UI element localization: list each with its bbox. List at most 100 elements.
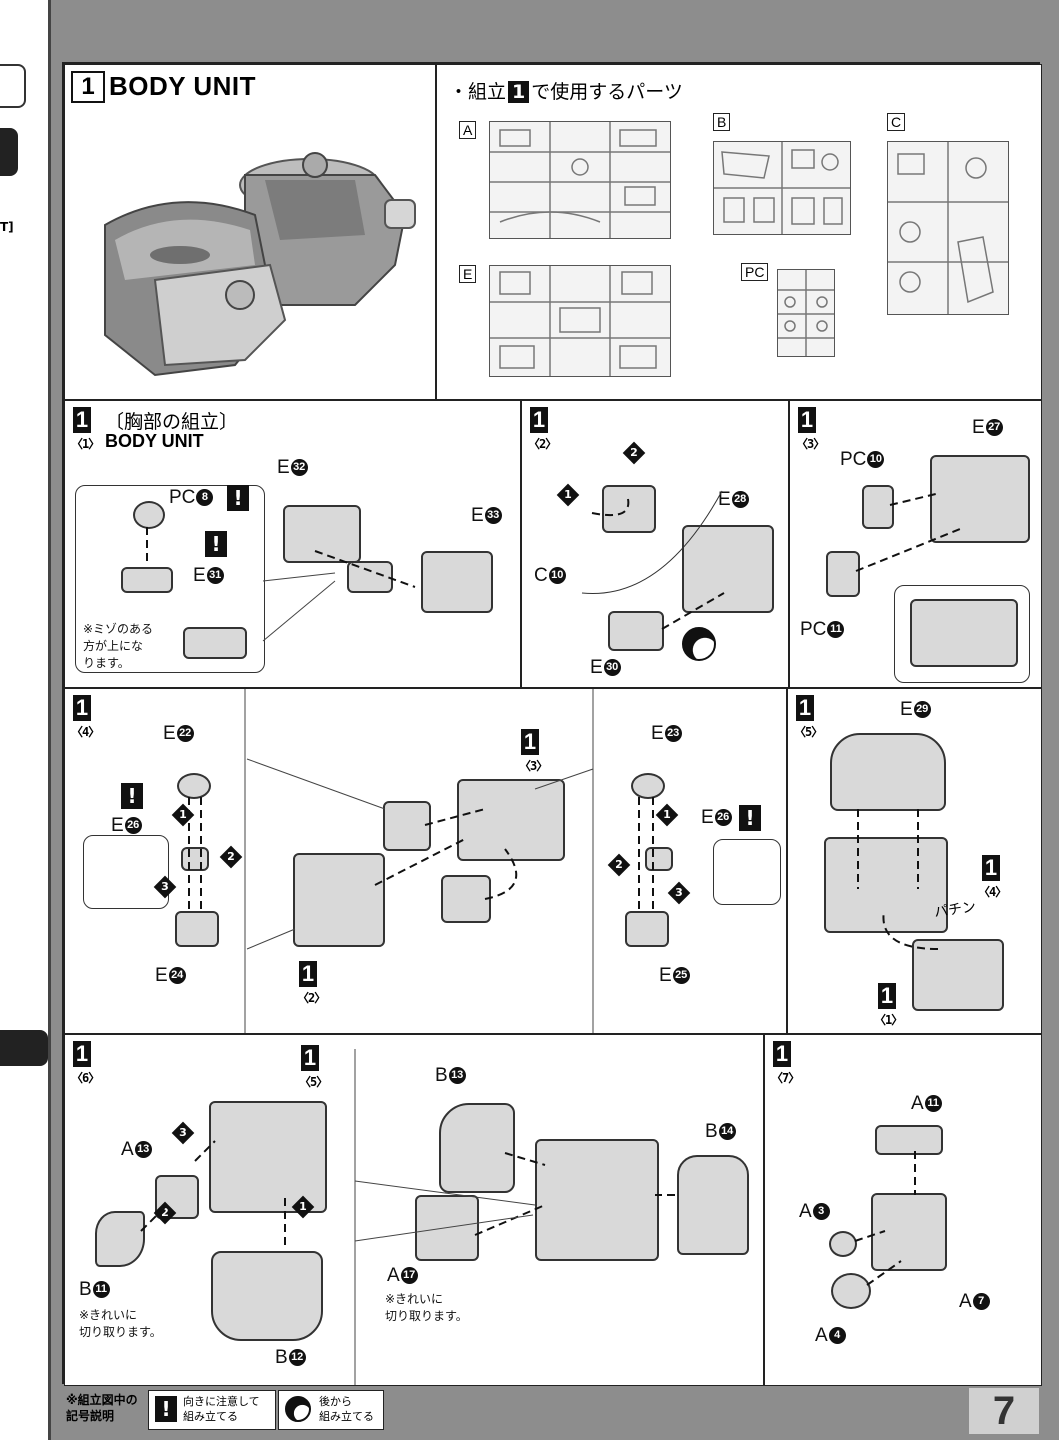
parts-caption-prefix: ・組立 — [449, 81, 507, 103]
caution-icon: ! — [155, 1396, 177, 1422]
part-number: 7 — [972, 1293, 990, 1311]
part-number: 13 — [134, 1141, 152, 1159]
part-number: 27 — [985, 419, 1003, 437]
ref-step-number: 1 — [301, 1045, 319, 1071]
clean-cut-note: ※きれいに 切り取ります。 — [385, 1291, 468, 1325]
ref-substep: 〈5〉 — [299, 1075, 328, 1089]
part-code: E — [659, 965, 672, 986]
assembly-arrows — [146, 527, 416, 642]
chest-frame-assembly — [457, 779, 565, 861]
part-number: 11 — [924, 1095, 942, 1113]
part-code: B — [435, 1065, 448, 1086]
part-code: A — [387, 1265, 400, 1286]
ref-substep: 〈4〉 — [978, 885, 1007, 899]
part-number: 33 — [484, 507, 502, 525]
part-number: 25 — [672, 967, 690, 985]
runner-tag-e: E — [459, 265, 477, 283]
part-code: PC — [800, 619, 827, 640]
caution-icon: ! — [121, 783, 143, 809]
ref-step-number: 1 — [982, 855, 1000, 881]
back-view-callout — [894, 585, 1030, 683]
step-number: 1 — [73, 695, 91, 721]
margin-fragment: T] — [0, 220, 14, 234]
note-line: 切り取ります。 — [79, 1325, 162, 1339]
cockpit-assembly — [293, 853, 385, 947]
part-code: E — [163, 723, 176, 744]
orientation-callout — [713, 839, 781, 905]
runner-tag-a: A — [459, 121, 477, 139]
note-line: ※ミゾのある — [83, 622, 154, 636]
b11-part — [95, 1211, 145, 1267]
runner-c-sprue — [887, 141, 1009, 315]
step-number: 1 — [796, 695, 814, 721]
part-number: 32 — [290, 459, 308, 477]
part-number: 26 — [714, 809, 732, 827]
legend-line: 後から — [319, 1395, 352, 1408]
legend-caution-text: 向きに注意して 組み立てる — [183, 1394, 260, 1424]
part-code: E — [651, 723, 664, 744]
substep-label: 〈3〉 — [796, 437, 825, 451]
legend-line: 組み立てる — [319, 1410, 374, 1423]
cockpit-part — [602, 485, 656, 533]
part-number: 3 — [812, 1203, 830, 1221]
ref-substep: 〈1〉 — [874, 1013, 903, 1027]
note-line: 切り取ります。 — [385, 1309, 468, 1323]
ref-step-number: 1 — [521, 729, 539, 755]
previous-page-edge: T] — [0, 0, 51, 1440]
part-number: 10 — [548, 567, 566, 585]
part-code: B — [79, 1279, 92, 1300]
substep-label: 〈2〉 — [528, 437, 557, 451]
part-number: 30 — [603, 659, 621, 677]
ref-step-number: 1 — [878, 983, 896, 1009]
runner-pc-sprue — [777, 269, 835, 357]
part-number: 22 — [176, 725, 194, 743]
legend-title: ※組立図中の 記号説明 — [66, 1392, 138, 1424]
margin-dark-band — [0, 1030, 48, 1066]
e29-collar-part — [830, 733, 946, 811]
e27-back-view — [910, 599, 1018, 667]
legend-title-line: 記号説明 — [66, 1409, 115, 1423]
a4-part — [831, 1273, 871, 1309]
pc10-part — [862, 485, 894, 529]
step-number: 1 — [530, 407, 548, 433]
substep-label: 〈5〉 — [794, 725, 823, 739]
pc11-part — [826, 551, 860, 597]
left-shoulder-joint — [383, 801, 431, 851]
substep-label: 〈7〉 — [771, 1071, 800, 1085]
a11-part — [875, 1125, 943, 1155]
part-code: A — [911, 1093, 924, 1114]
e33-part — [421, 551, 493, 613]
step-subheading: BODY UNIT — [105, 431, 204, 451]
runner-tag-b: B — [713, 113, 731, 131]
legend-later: 後から 組み立てる — [278, 1390, 384, 1430]
runner-a-sprue — [489, 121, 671, 239]
part-code: E — [701, 807, 714, 828]
part-code: PC — [169, 487, 196, 508]
substep-label: 〈1〉 — [71, 437, 100, 451]
e31-detail-part — [183, 627, 247, 659]
note-line: 方が上にな — [83, 639, 144, 653]
note-line: ※きれいに — [385, 1292, 444, 1306]
part-number: 17 — [400, 1267, 418, 1285]
substep-label: 〈6〉 — [71, 1071, 100, 1085]
page-title: BODY UNIT — [109, 71, 257, 101]
step-number: 1 — [798, 407, 816, 433]
